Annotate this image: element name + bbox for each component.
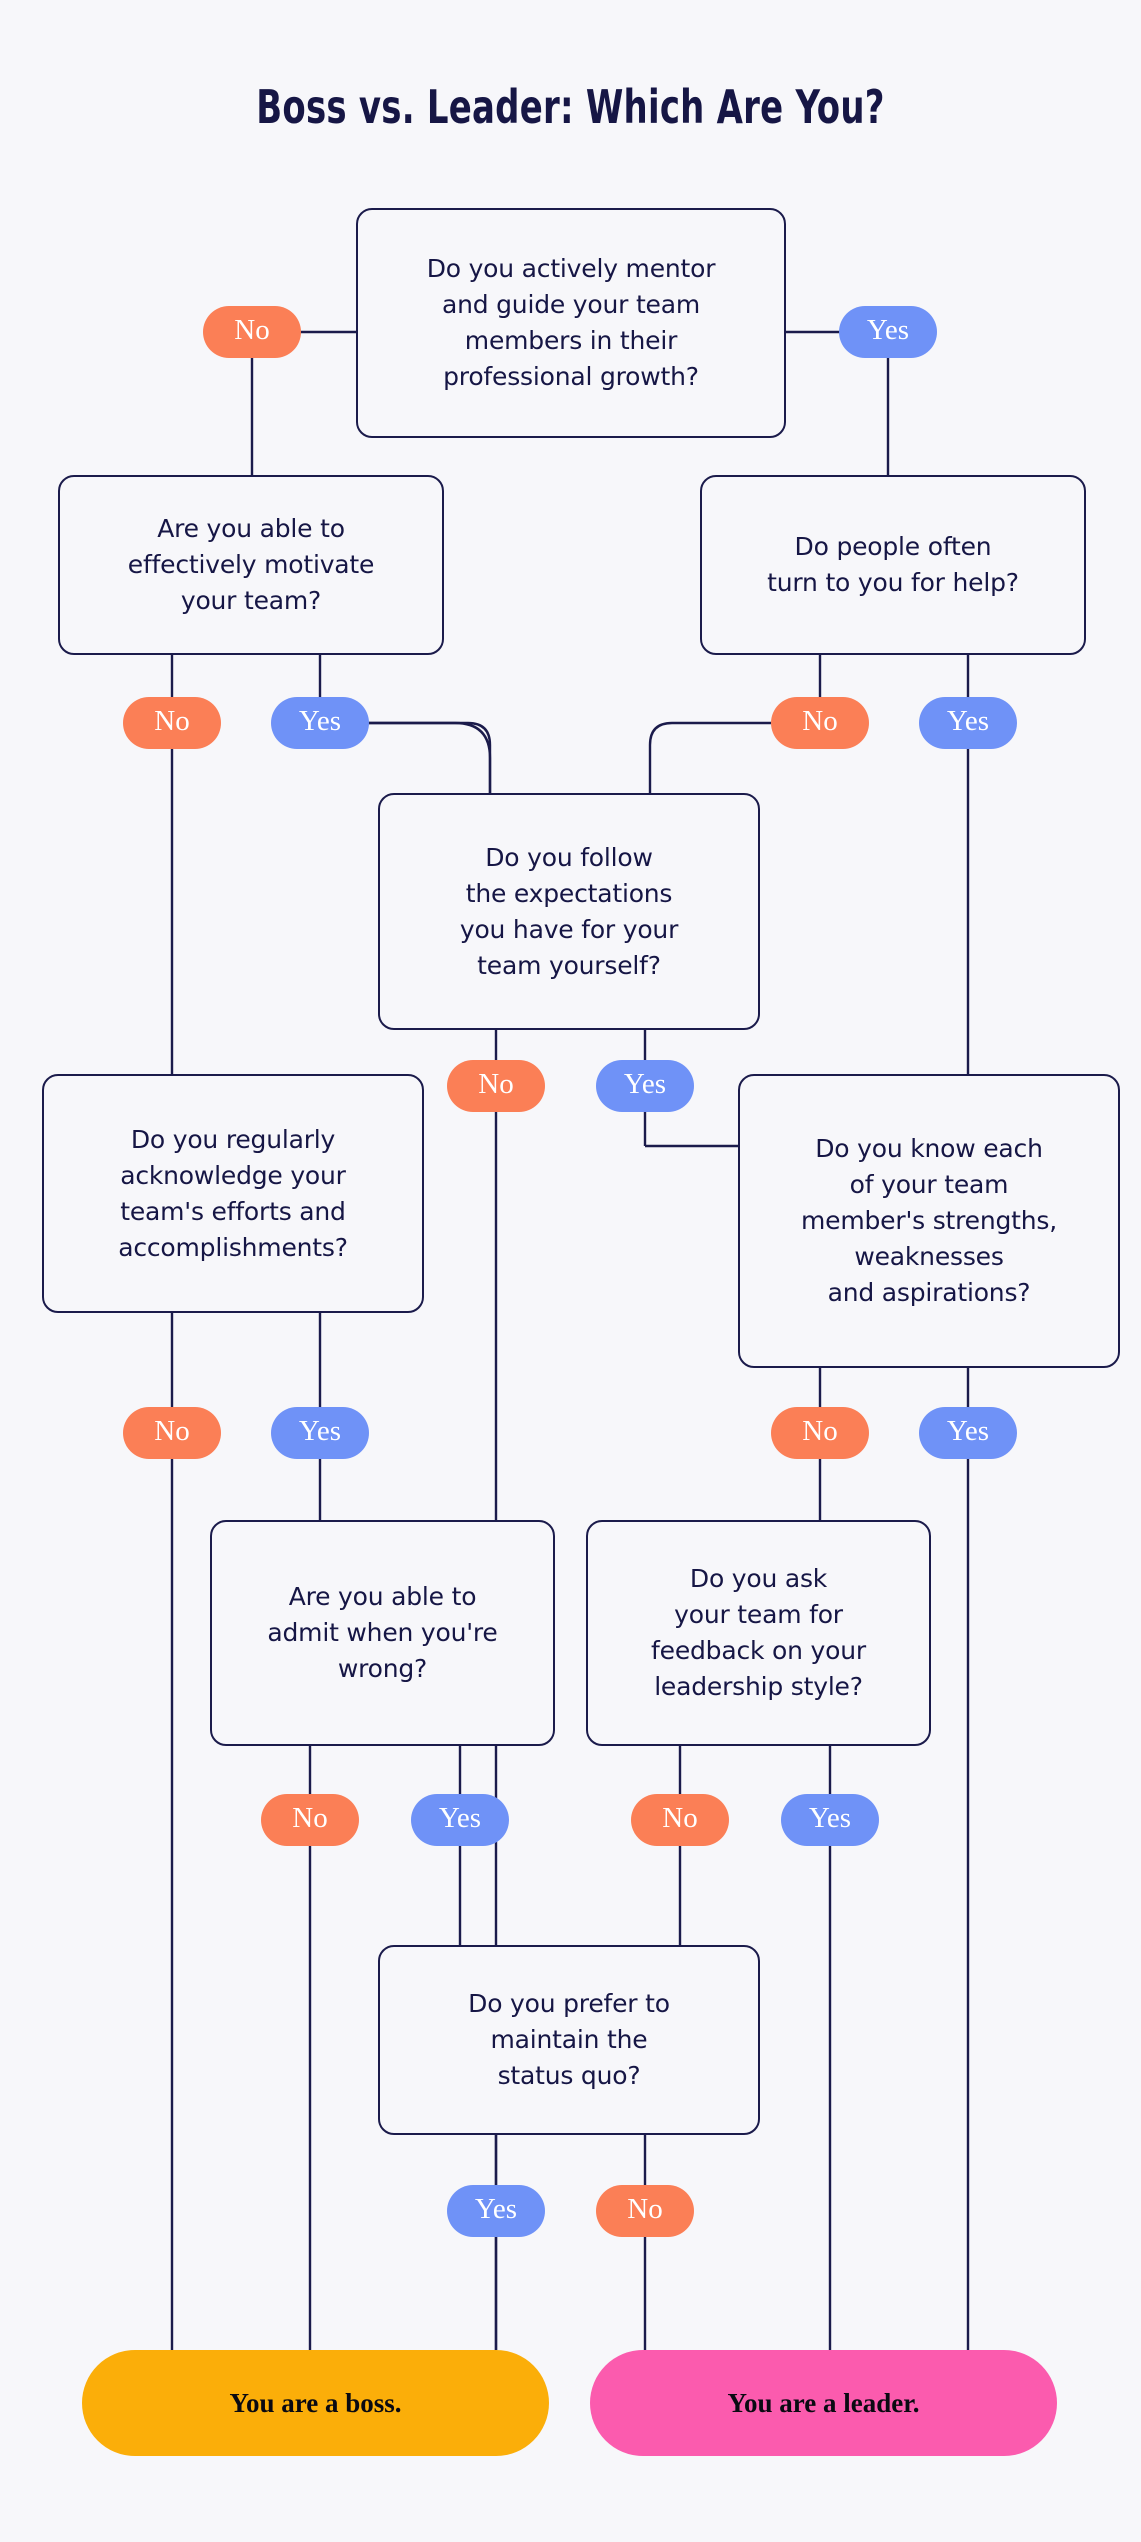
q6-line-5: and aspirations?	[827, 1278, 1031, 1307]
question-box-expectations[interactable]: Do you follow the expectations you have …	[378, 793, 760, 1030]
pill-yes-q2[interactable]: Yes	[271, 697, 369, 749]
pill-yes-q8[interactable]: Yes	[781, 1794, 879, 1846]
q6-line-1: Do you know each	[815, 1134, 1043, 1163]
page-title: Boss vs. Leader: Which Are You?	[256, 80, 885, 134]
q4-line-4: team yourself?	[477, 950, 661, 980]
question-box-strengths[interactable]: Do you know each of your team member's s…	[738, 1074, 1120, 1368]
pill-no-q6[interactable]: No	[771, 1407, 869, 1459]
q6-line-2: of your team	[849, 1170, 1009, 1199]
q4-line-3: you have for your	[459, 914, 679, 944]
pill-no-q2[interactable]: No	[123, 697, 221, 749]
question-box-status-quo[interactable]: Do you prefer to maintain the status quo…	[378, 1945, 760, 2135]
q4-line-1: Do you follow	[485, 842, 653, 872]
q6-line-4: weaknesses	[854, 1242, 1004, 1271]
pill-yes-q6[interactable]: Yes	[919, 1407, 1017, 1459]
q8-line-3: feedback on your	[651, 1636, 866, 1665]
q7-line-1: Are you able to	[288, 1582, 477, 1611]
question-box-turn-to-you[interactable]: Do people often turn to you for help?	[700, 475, 1086, 655]
q8-line-4: leadership style?	[654, 1672, 863, 1701]
q1-line-3: members in their	[464, 326, 678, 355]
question-box-motivate[interactable]: Are you able to effectively motivate you…	[58, 475, 444, 655]
pill-no-q9[interactable]: No	[596, 2185, 694, 2237]
pill-no-q3[interactable]: No	[771, 697, 869, 749]
q3-line-1: Do people often	[794, 532, 992, 561]
q7-line-2: admit when you're	[267, 1618, 498, 1647]
q1-line-1: Do you actively mentor	[426, 254, 716, 283]
q7-line-3: wrong?	[337, 1654, 428, 1683]
pill-yes-q4[interactable]: Yes	[596, 1060, 694, 1112]
result-boss[interactable]: You are a boss.	[82, 2350, 549, 2456]
question-box-admit-wrong[interactable]: Are you able to admit when you're wrong?	[210, 1520, 555, 1746]
q2-line-2: effectively motivate	[127, 550, 375, 579]
pill-yes-q7[interactable]: Yes	[411, 1794, 509, 1846]
q9-line-2: maintain the	[490, 2025, 648, 2054]
q5-line-2: acknowledge your	[120, 1160, 346, 1190]
pill-yes-q9[interactable]: Yes	[447, 2185, 545, 2237]
result-leader[interactable]: You are a leader.	[590, 2350, 1057, 2456]
pill-yes-q1[interactable]: Yes	[839, 306, 937, 358]
q2-line-3: your team?	[180, 586, 322, 615]
question-box-feedback[interactable]: Do you ask your team for feedback on you…	[586, 1520, 931, 1746]
q5-line-4: accomplishments?	[118, 1232, 348, 1262]
q9-line-3: status quo?	[497, 2061, 641, 2090]
pill-no-q4[interactable]: No	[447, 1060, 545, 1112]
q5-line-1: Do you regularly	[130, 1124, 336, 1154]
q1-line-4: professional growth?	[443, 362, 699, 391]
pill-yes-q3[interactable]: Yes	[919, 697, 1017, 749]
q8-line-1: Do you ask	[689, 1564, 828, 1593]
pill-no-q1[interactable]: No	[203, 306, 301, 358]
q2-line-1: Are you able to	[157, 514, 345, 543]
pill-no-q8[interactable]: No	[631, 1794, 729, 1846]
q9-line-1: Do you prefer to	[468, 1989, 670, 2018]
q3-line-2: turn to you for help?	[767, 568, 1019, 597]
pill-no-q7[interactable]: No	[261, 1794, 359, 1846]
q5-line-3: team's efforts and	[120, 1196, 346, 1226]
q8-line-2: your team for	[674, 1600, 843, 1629]
q1-line-2: and guide your team	[441, 290, 701, 319]
q6-line-3: member's strengths,	[801, 1206, 1057, 1235]
question-box-acknowledge[interactable]: Do you regularly acknowledge your team's…	[42, 1074, 424, 1313]
pill-yes-q5[interactable]: Yes	[271, 1407, 369, 1459]
question-box-mentor[interactable]: Do you actively mentor and guide your te…	[356, 208, 786, 438]
q4-line-2: the expectations	[465, 878, 673, 908]
pill-no-q5[interactable]: No	[123, 1407, 221, 1459]
